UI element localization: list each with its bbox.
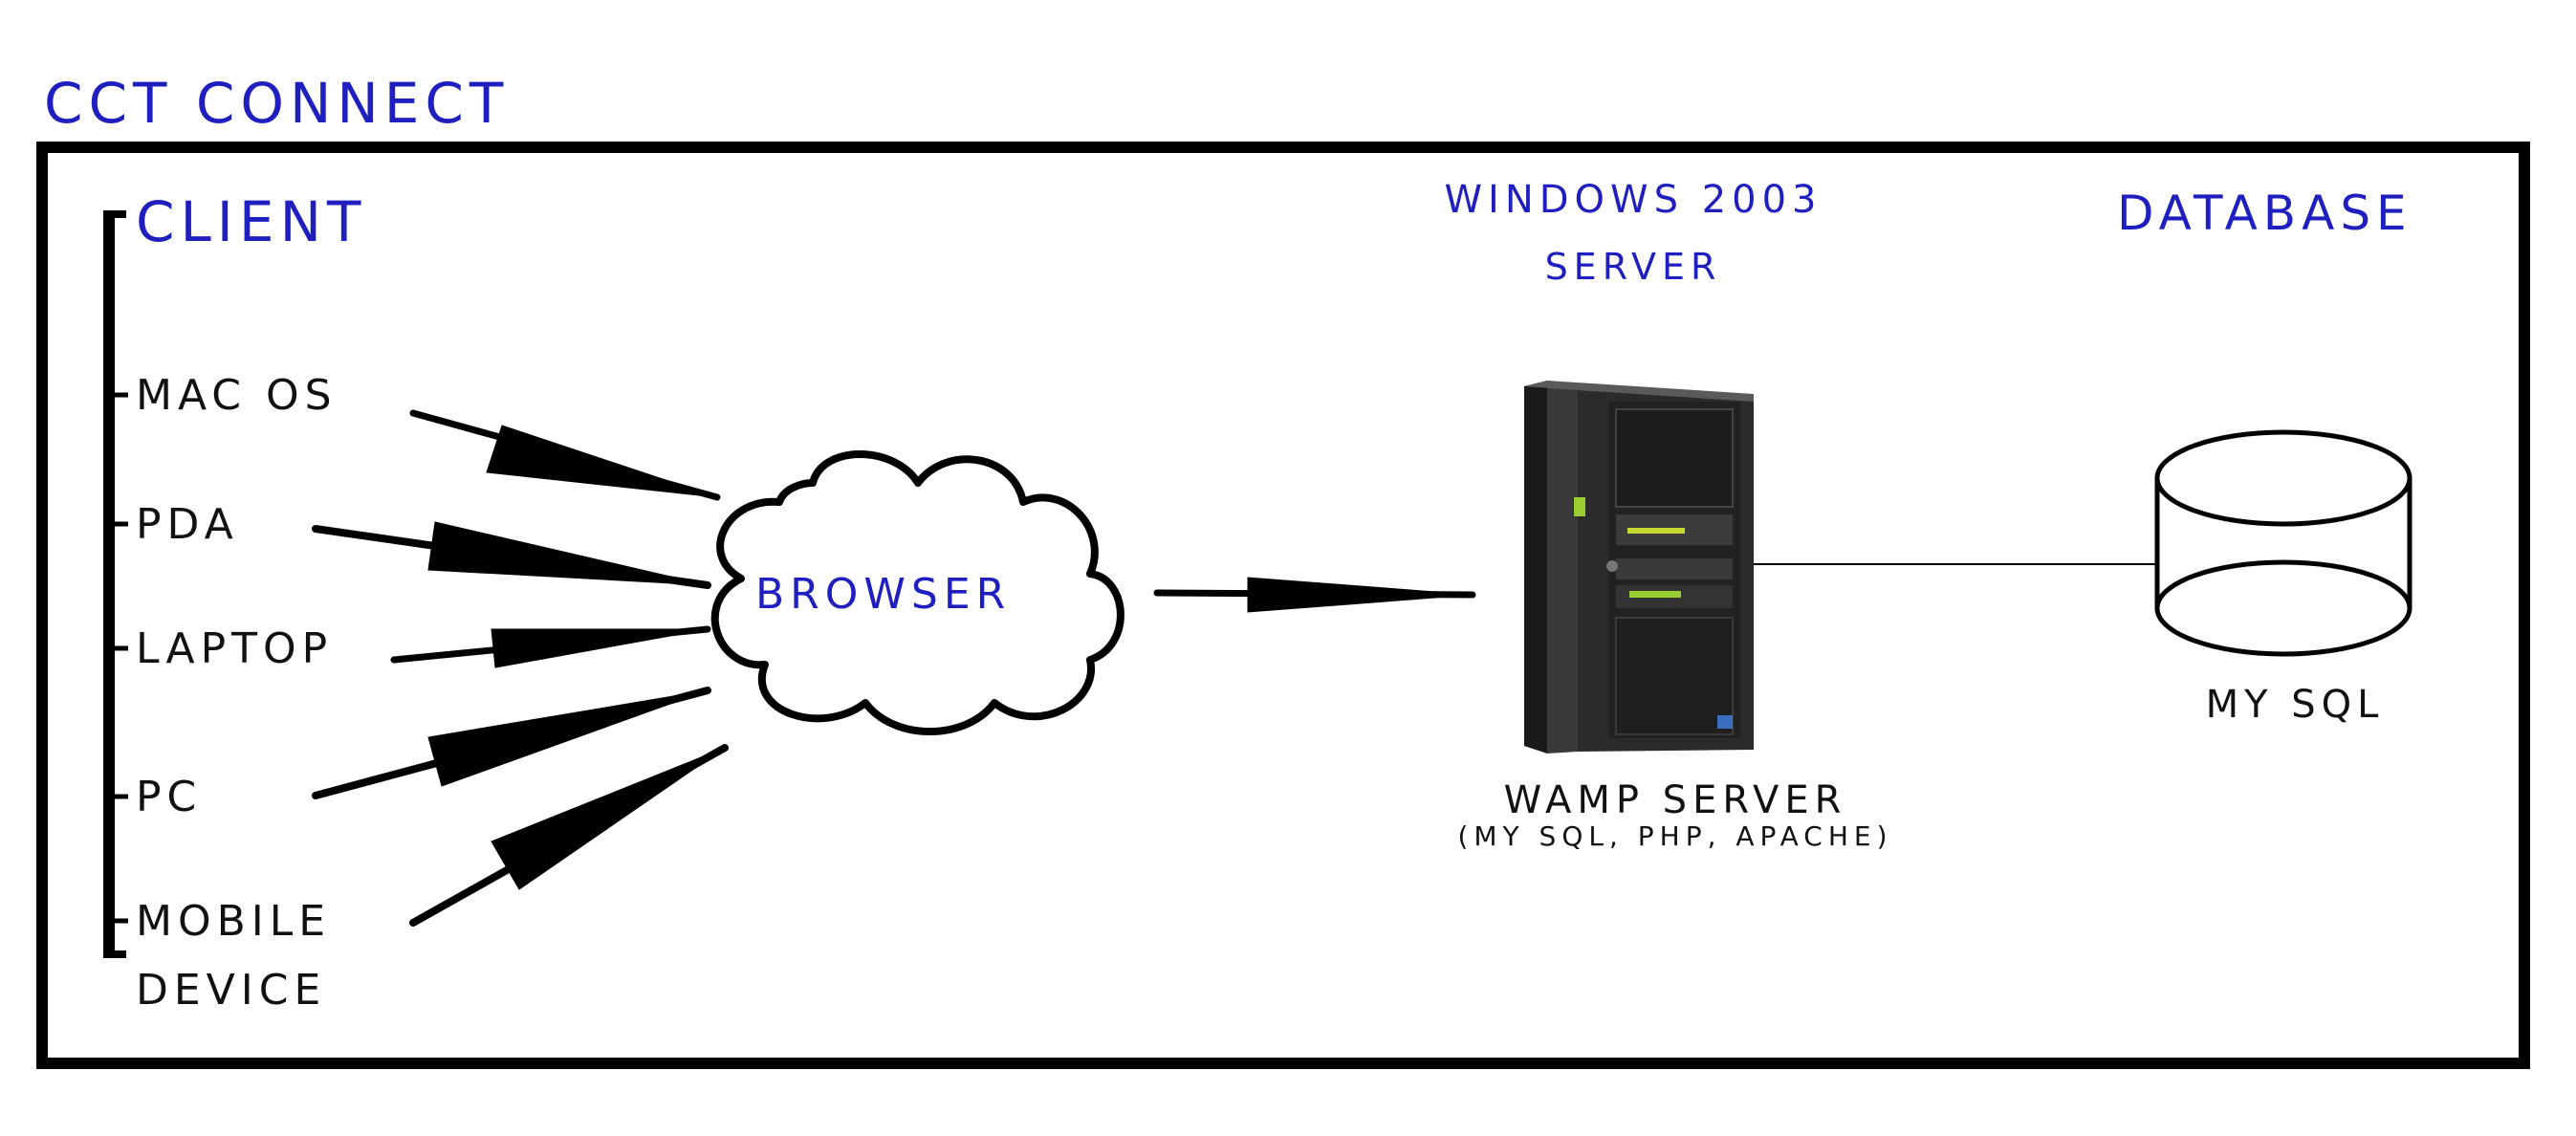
server-tower-icon — [1524, 381, 1754, 754]
client-heading: CLIENT — [136, 189, 366, 254]
database-name: MY SQL — [2206, 683, 2385, 727]
device-label-pda: PDA — [136, 500, 239, 549]
server-heading-line1: WINDOWS 2003 — [1444, 178, 1822, 222]
server-components: (MY SQL, PHP, APACHE) — [1457, 820, 1892, 852]
arrow-mac-os-to-browser — [409, 409, 721, 501]
server-name: WAMP SERVER — [1504, 778, 1847, 822]
browser-label: BROWSER — [755, 570, 1011, 619]
arrow-browser-to-server — [1153, 577, 1476, 613]
database-cylinder-icon — [2154, 429, 2412, 657]
server-heading-line2: SERVER — [1545, 246, 1722, 288]
arrow-pda-to-browser — [312, 521, 711, 589]
device-label-mobile: MOBILE — [136, 897, 331, 946]
device-label-laptop: LAPTOP — [136, 624, 333, 673]
arrow-laptop-to-browser — [390, 625, 711, 668]
database-heading: DATABASE — [2117, 186, 2412, 241]
arrow-pc-to-browser — [312, 687, 711, 799]
device-label-mac-os: MAC OS — [136, 371, 338, 420]
diagram-frame — [36, 142, 2530, 1069]
arrow-mobile-to-browser — [409, 744, 729, 927]
diagram-title: CCT CONNECT — [44, 71, 509, 136]
client-bracket — [103, 210, 128, 958]
device-label-device: DEVICE — [136, 966, 326, 1015]
cloud-icon — [710, 450, 1124, 735]
device-label-pc: PC — [136, 773, 202, 821]
device-arrows — [312, 409, 1476, 927]
